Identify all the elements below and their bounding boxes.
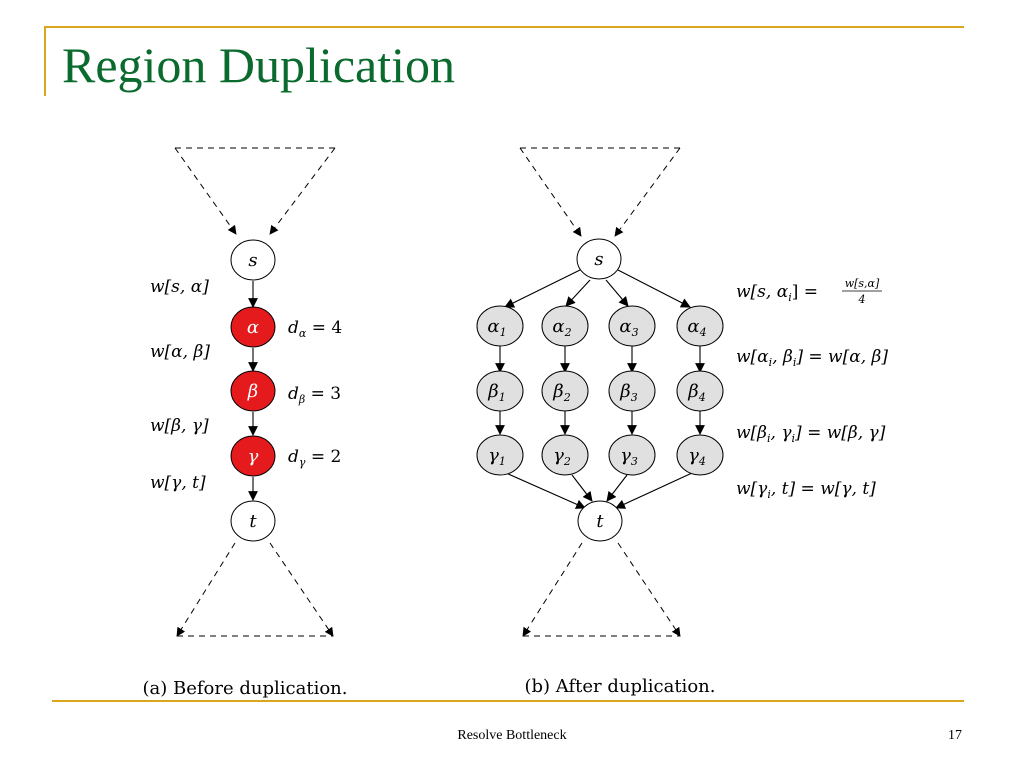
before-node-alpha: α (230, 306, 276, 348)
caption-before: (a) Before duplication. (143, 678, 348, 699)
svg-text:β: β (247, 381, 258, 402)
page-number: 17 (948, 728, 962, 743)
duration-alpha: dα = 4 (288, 318, 342, 340)
weight-alpha-beta: w[α, β] (150, 342, 210, 362)
weight-s-alpha-i: w[s, αi] = (736, 282, 818, 304)
weight-alpha-beta-i: w[αi, βi] = w[α, β] (736, 347, 888, 369)
svg-text:β4: β4 (687, 381, 705, 404)
before-node-beta: β (230, 370, 276, 412)
before-upper-funnel (174, 147, 336, 235)
after-upper-funnel (519, 147, 681, 237)
after-node-s: s (576, 238, 622, 280)
svg-text:γ1: γ1 (488, 445, 506, 468)
after-fanin-edges (505, 472, 693, 509)
svg-text:β3: β3 (619, 381, 637, 404)
copy-2: α2 β2 γ2 (541, 305, 589, 476)
svg-text:α4: α4 (687, 316, 706, 339)
bottleneck-node (230, 370, 276, 412)
slide-title: Region Duplication (62, 37, 455, 93)
footer-title: Resolve Bottleneck (457, 728, 567, 743)
svg-text:α2: α2 (552, 316, 571, 339)
svg-text:γ2: γ2 (553, 445, 571, 468)
svg-text:α1: α1 (487, 316, 506, 339)
before-graph: s α β γ t w[s, α] w[α, β] w[β, γ] (143, 147, 348, 699)
svg-text:α: α (247, 317, 259, 338)
copy-4: α4 β4 γ4 (676, 305, 724, 476)
svg-text:t: t (596, 511, 604, 532)
before-node-gamma: γ (230, 435, 276, 477)
svg-text:γ: γ (248, 446, 259, 467)
svg-text:β1: β1 (487, 381, 505, 404)
svg-text:s: s (248, 250, 257, 271)
weight-gamma-t-i: w[γi, t] = w[γ, t] (736, 479, 876, 501)
svg-text:t: t (249, 511, 257, 532)
copy-1: α1 β1 γ1 (476, 305, 524, 476)
before-node-s: s (230, 239, 276, 281)
weight-s-alpha: w[s, α] (150, 277, 209, 297)
weight-beta-gamma-i: w[βi, γi] = w[β, γ] (736, 423, 886, 445)
copy-3: α3 β3 γ3 (608, 305, 656, 476)
before-lower-funnel (176, 542, 334, 637)
weight-fraction-denominator: 4 (858, 293, 866, 306)
title-accent-line (44, 26, 964, 28)
svg-text:γ4: γ4 (688, 445, 706, 468)
duration-beta: dβ = 3 (288, 384, 341, 406)
after-lower-funnel (522, 542, 681, 637)
before-node-t: t (230, 500, 276, 542)
bottleneck-node (230, 435, 276, 477)
svg-text:β2: β2 (552, 381, 570, 404)
after-graph: s t α1 β1 γ1 α2 β2 γ2 α3 β3 (476, 147, 888, 697)
caption-after: (b) After duplication. (525, 676, 716, 697)
weight-beta-gamma: w[β, γ] (150, 416, 209, 436)
weight-fraction-numerator: w[s,α] (845, 277, 880, 290)
svg-text:γ3: γ3 (620, 445, 638, 468)
duration-gamma: dγ = 2 (288, 447, 341, 469)
svg-text:α3: α3 (619, 316, 638, 339)
bottleneck-node (230, 306, 276, 348)
after-node-t: t (577, 500, 623, 542)
weight-gamma-t: w[γ, t] (150, 473, 206, 493)
title-accent-bar (44, 26, 46, 96)
after-fanout-edges (504, 269, 691, 308)
footer-rule (52, 700, 964, 702)
svg-text:s: s (594, 249, 603, 270)
after-chain-edges (495, 345, 705, 435)
